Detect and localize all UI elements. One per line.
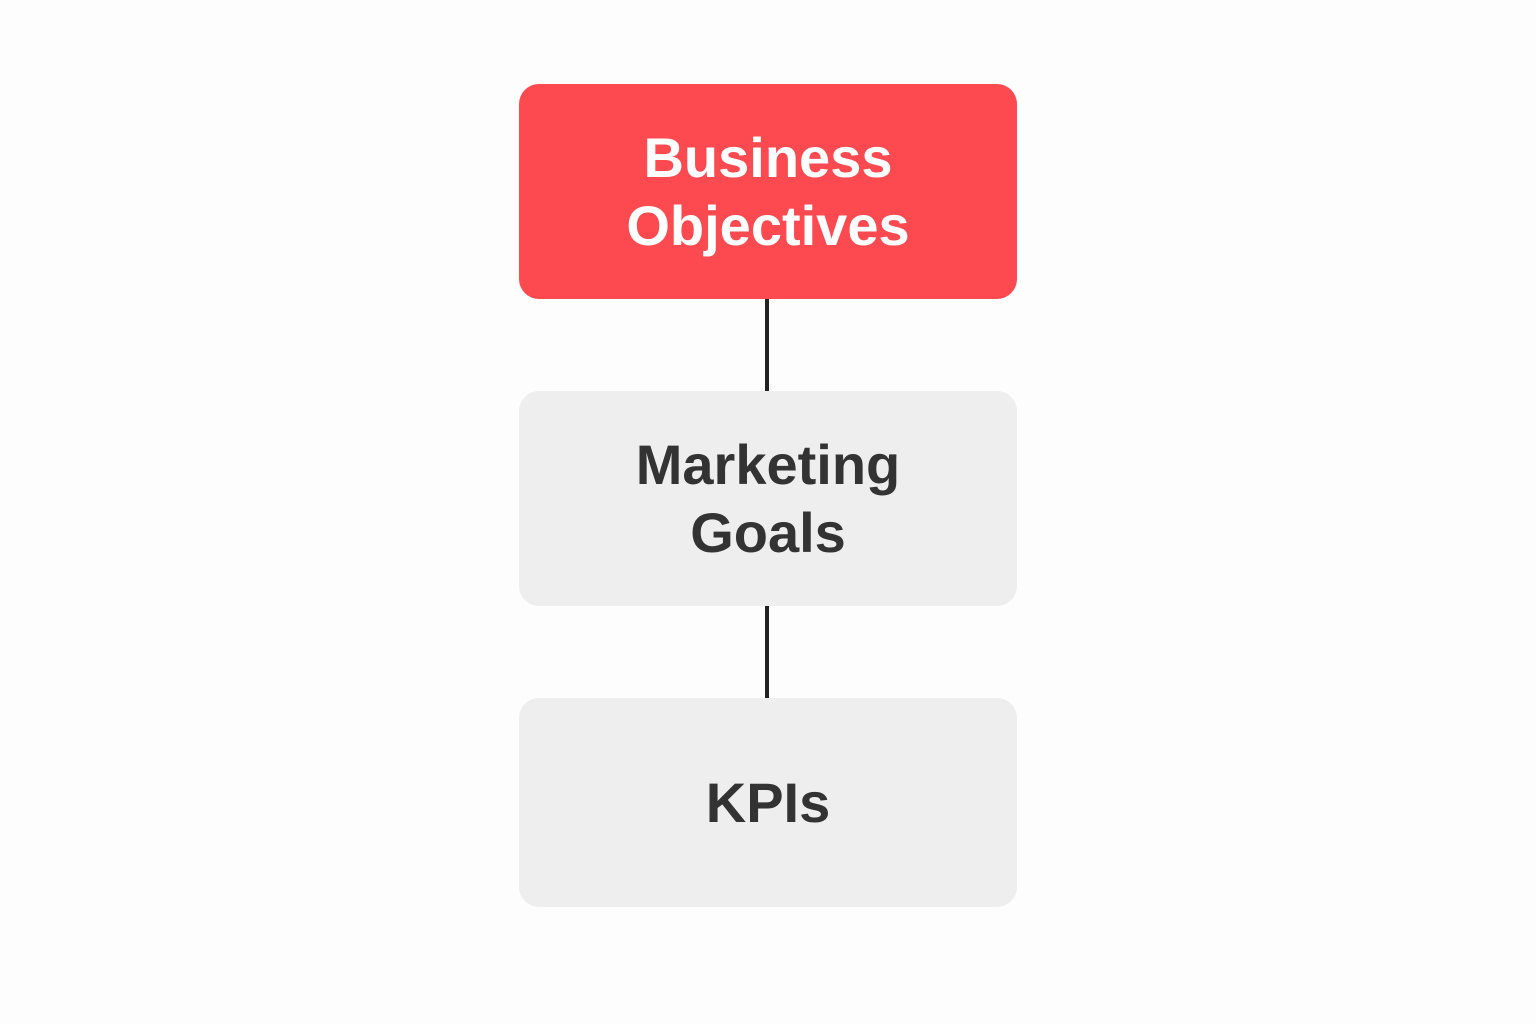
node-label-line: KPIs: [705, 770, 831, 834]
node-marketing-goals: Marketing Goals: [519, 391, 1017, 606]
node-label-line: Business: [643, 125, 893, 189]
node-kpis: KPIs: [519, 698, 1017, 907]
node-business-objectives: Business Objectives: [519, 84, 1017, 299]
node-label-line: Marketing: [635, 432, 901, 496]
connector-line: [765, 299, 769, 391]
connector-line: [765, 606, 769, 698]
node-label-line: Goals: [690, 500, 846, 564]
node-label-line: Objectives: [626, 193, 910, 257]
node-label: Marketing Goals: [636, 431, 901, 567]
node-label: KPIs: [706, 769, 831, 837]
node-label: Business Objectives: [626, 124, 909, 260]
